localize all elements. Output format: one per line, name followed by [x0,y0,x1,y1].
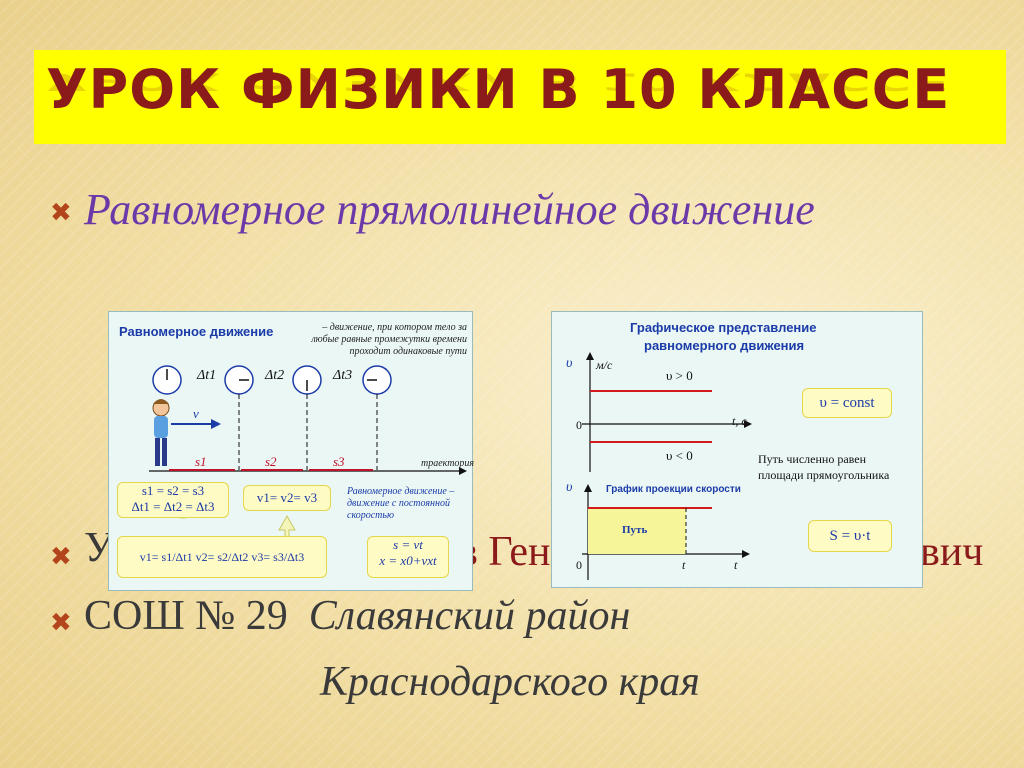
const-box: υ = const [802,388,892,418]
person-icon [152,399,170,466]
dt1-label: Δt1 [197,368,217,383]
zero-label: 0 [576,418,582,432]
trajectory-label: траектория [421,458,475,469]
s2-label: s2 [265,454,277,469]
uniform-motion-panel: Равномерное движение – движение, при кот… [108,311,475,591]
motion-law-box: s = vt x = x0+vxt [367,536,449,578]
s1-label: s1 [195,454,207,469]
motion-diagram [149,365,467,541]
axis-unit-label: м/с [596,358,613,372]
path-formula-box: S = υ·t [808,520,892,552]
topic-text: Равномерное прямолинейное движение [84,185,815,234]
axis-v2-label: υ [566,480,573,495]
title-banner [34,50,1006,144]
panel-left-definition: – движение, при котором тело за любые ра… [311,322,467,357]
author-end-text: вич [920,529,984,575]
school-number: СОШ № 29 [84,593,288,639]
bullet-icon: ✖ [50,608,72,638]
bullet-icon: ✖ [50,542,72,572]
velocity-fractions-box: v1= s1/Δt1 v2= s2/Δt2 v3= s3/Δt3 [117,536,327,578]
school-district: Славянский район [308,593,631,639]
axis-v-label: υ [566,356,573,371]
velocity-label: v [193,406,199,421]
region-text: Краснодарского края [320,659,700,705]
school-text: СОШ № 29 Славянский район [84,592,630,640]
path-text-line1: Путь численно равен [758,452,866,466]
zero2-label: 0 [576,558,582,572]
panel-left-title: Равномерное движение [119,324,274,339]
v-positive-label: υ > 0 [666,368,693,383]
uniform-motion-note: Равномерное движение – движение с постоя… [347,486,455,521]
slide-title-reflection: УРОК ФИЗИКИ В 10 КЛАССЕ [46,67,951,96]
graph-title-line1: Графическое представление [630,320,817,335]
v-negative-label: υ < 0 [666,448,693,463]
bullet-icon: ✖ [50,198,72,228]
s3-label: s3 [333,454,345,469]
slide-title: УРОК ФИЗИКИ В 10 КЛАССЕ [46,58,951,121]
path-area-rect [588,508,686,554]
t-mark-label: t [682,558,686,572]
velocity-graphs [582,352,752,580]
axis-t-label: t, c [732,414,747,428]
equality-box: s1 = s2 = s3 Δt1 = Δt2 = Δt3 [117,482,229,518]
dt3-label: Δt3 [333,368,353,383]
velocity-equality-box: v1= v2= v3 [243,485,331,511]
graph-title-line2: равномерного движения [644,338,805,353]
author-middle-text: в Ген [458,529,551,575]
dt2-label: Δt2 [265,368,285,383]
path-text-line2: площади прямоугольника [758,468,890,482]
graph2-title: График проекции скорости [606,484,741,495]
graph-panel: Графическое представление равномерного д… [551,311,923,588]
area-label: Путь [622,524,648,536]
axis-t2-label: t [734,558,738,572]
